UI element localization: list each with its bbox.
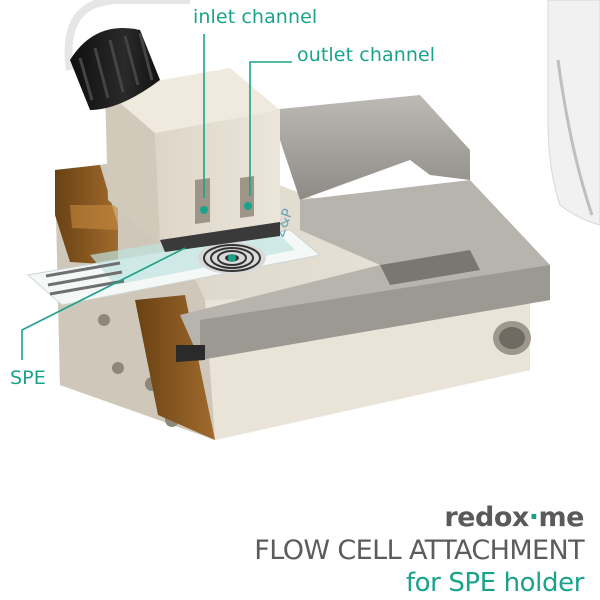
- brand-logo: redox·me: [444, 502, 584, 533]
- tubing: [64, 0, 190, 71]
- spe-label: SPE: [10, 367, 46, 389]
- outlet-channel-label: outlet channel: [297, 44, 436, 66]
- callout-lines: [21, 34, 292, 360]
- product-subtitle: for SPE holder: [405, 568, 584, 598]
- product-illustration: Z&P: [21, 0, 600, 440]
- brand-name-before: redox: [444, 502, 529, 533]
- metal-bracket: [176, 95, 550, 362]
- callout-dots: [200, 202, 252, 262]
- product-title: FLOW CELL ATTACHMENT: [254, 535, 584, 566]
- knurled-cap: [70, 28, 160, 110]
- vessel: [547, 0, 600, 226]
- brand-name-accent: ·: [528, 502, 539, 533]
- brass-clamp: [55, 165, 215, 440]
- flow-cell-block: [105, 68, 280, 252]
- inlet-channel-label: inlet channel: [193, 6, 318, 28]
- brand-name-after: me: [538, 502, 585, 533]
